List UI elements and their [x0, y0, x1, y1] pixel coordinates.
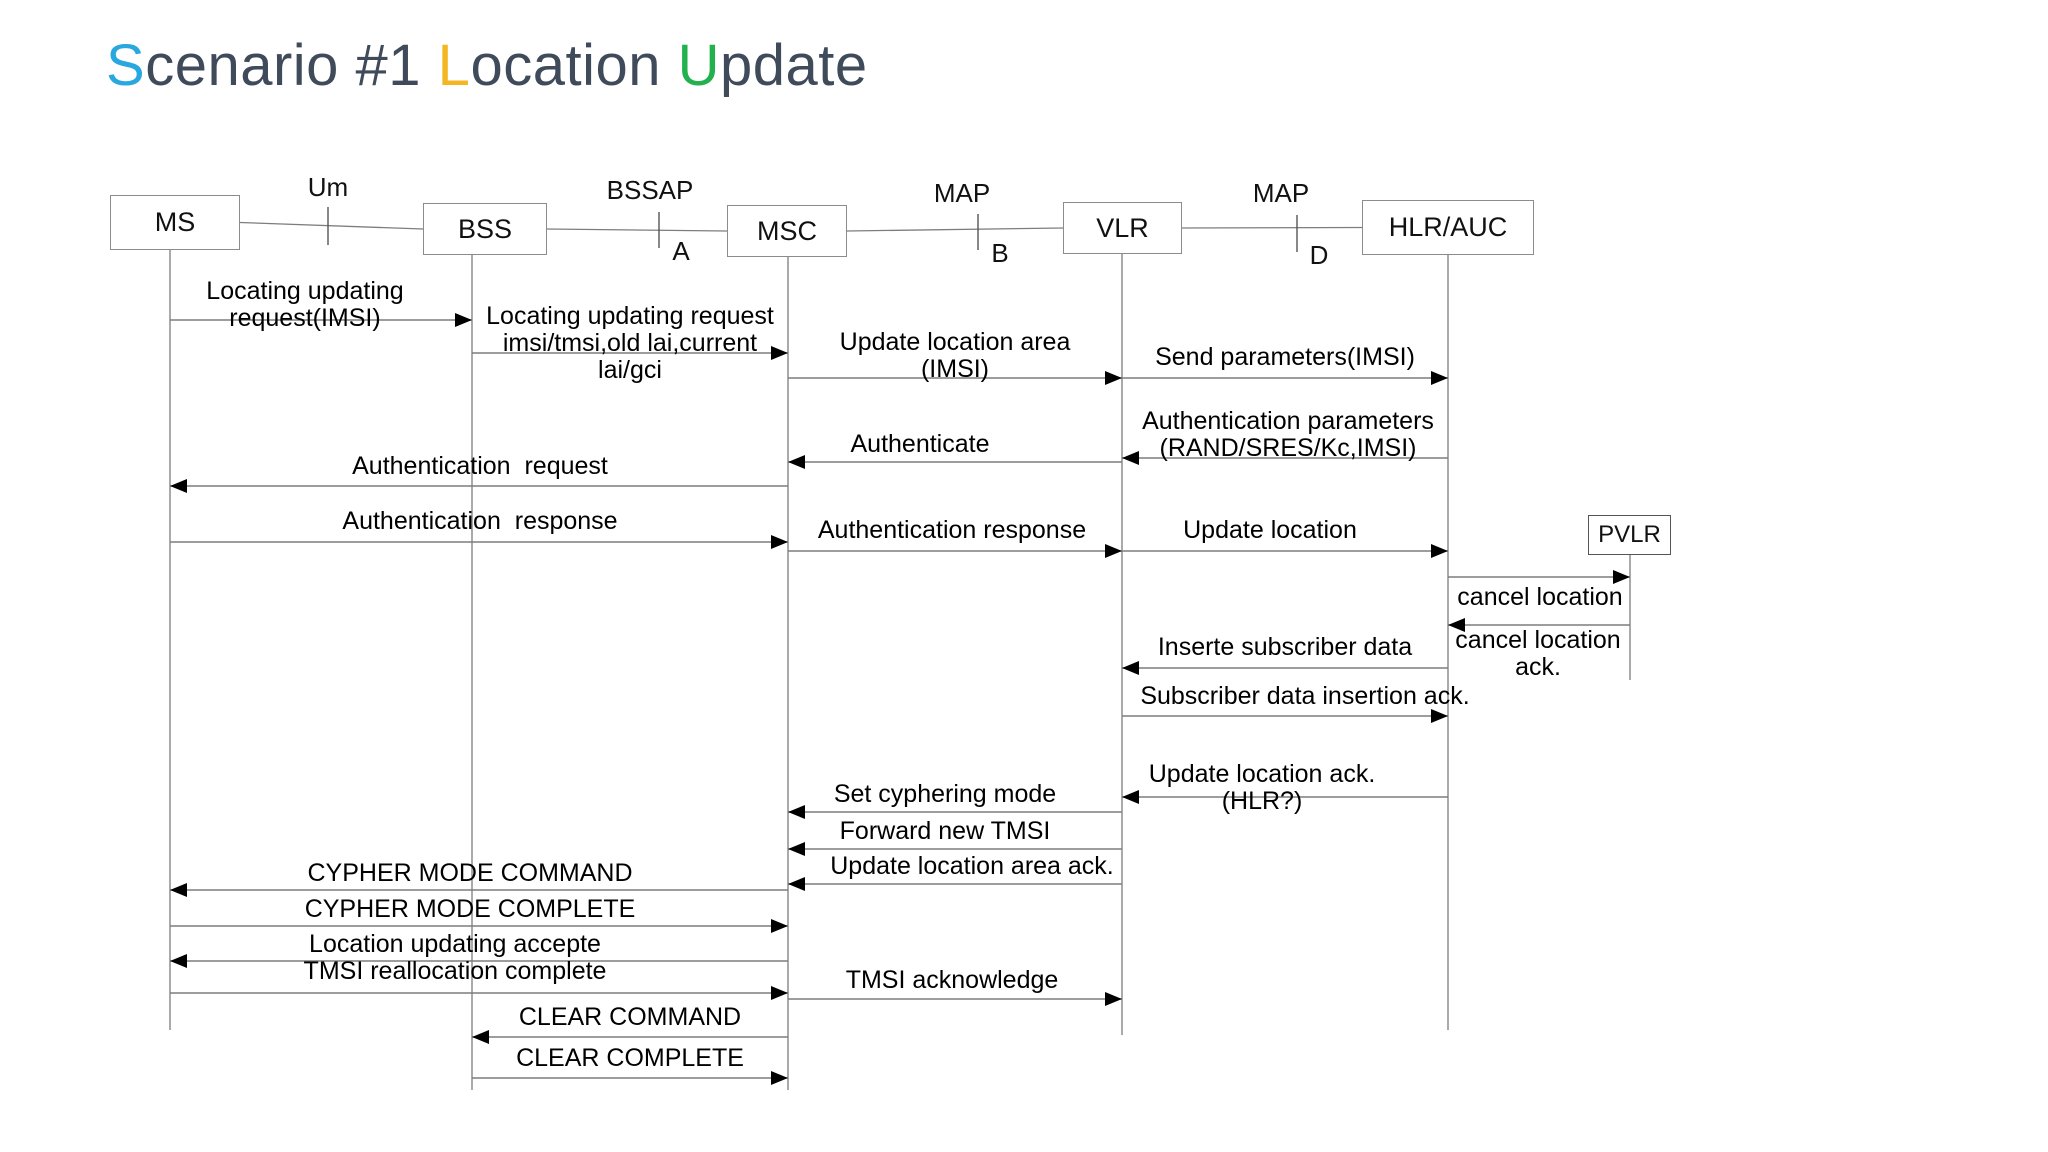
title-segment: cenario #1	[145, 33, 438, 98]
node-box-hlr[interactable]: HLR/AUC	[1362, 200, 1534, 255]
node-box-vlr[interactable]: VLR	[1063, 202, 1182, 254]
interface-label-map-2: MAP	[933, 178, 991, 208]
node-box-bss[interactable]: BSS	[423, 203, 547, 255]
arrow-head	[170, 479, 187, 493]
arrow-head	[1613, 570, 1630, 584]
arrow-head	[1105, 371, 1122, 385]
arrow-head	[1105, 992, 1122, 1006]
arrow-head	[1448, 618, 1465, 632]
arrow-head	[455, 313, 472, 327]
interface-point-A: A	[672, 236, 690, 266]
title-segment: S	[106, 33, 146, 98]
node-box-msc[interactable]: MSC	[727, 205, 847, 257]
arrow-head	[771, 1071, 788, 1085]
arrow-head	[771, 919, 788, 933]
arrow-head	[472, 1030, 489, 1044]
arrow-head	[170, 954, 187, 968]
arrow-head	[788, 877, 805, 891]
interface-point-D: D	[1309, 240, 1329, 270]
arrow-head	[788, 842, 805, 856]
arrow-head	[1122, 451, 1139, 465]
diagram-line	[546, 228, 728, 232]
arrow-head	[1431, 544, 1448, 558]
diagram-line	[239, 221, 424, 230]
title-segment: L	[437, 33, 471, 98]
arrow-head	[788, 805, 805, 819]
interface-label-map-3: MAP	[1252, 178, 1310, 208]
node-box-ms[interactable]: MS	[110, 195, 240, 250]
arrow-head	[1431, 371, 1448, 385]
title-segment: ocation	[470, 33, 678, 98]
interface-point-B: B	[991, 238, 1009, 268]
arrow-head	[1105, 544, 1122, 558]
arrow-head	[788, 455, 805, 469]
title-segment: pdate	[719, 33, 868, 98]
interface-label-um-0: Um	[307, 172, 349, 202]
arrow-head	[170, 883, 187, 897]
arrow-head	[771, 346, 788, 360]
arrow-head	[771, 986, 788, 1000]
arrow-head	[771, 535, 788, 549]
interface-label-bssap-1: BSSAP	[606, 175, 694, 205]
diagram-line	[1181, 226, 1363, 229]
page-title: Scenario #1 Location Update	[106, 32, 868, 99]
diagram-line	[846, 227, 1064, 232]
arrow-head	[1122, 790, 1139, 804]
arrow-head	[1431, 709, 1448, 723]
arrow-head	[1122, 661, 1139, 675]
node-box-pvlr[interactable]: PVLR	[1588, 515, 1671, 555]
title-segment: U	[677, 33, 720, 98]
